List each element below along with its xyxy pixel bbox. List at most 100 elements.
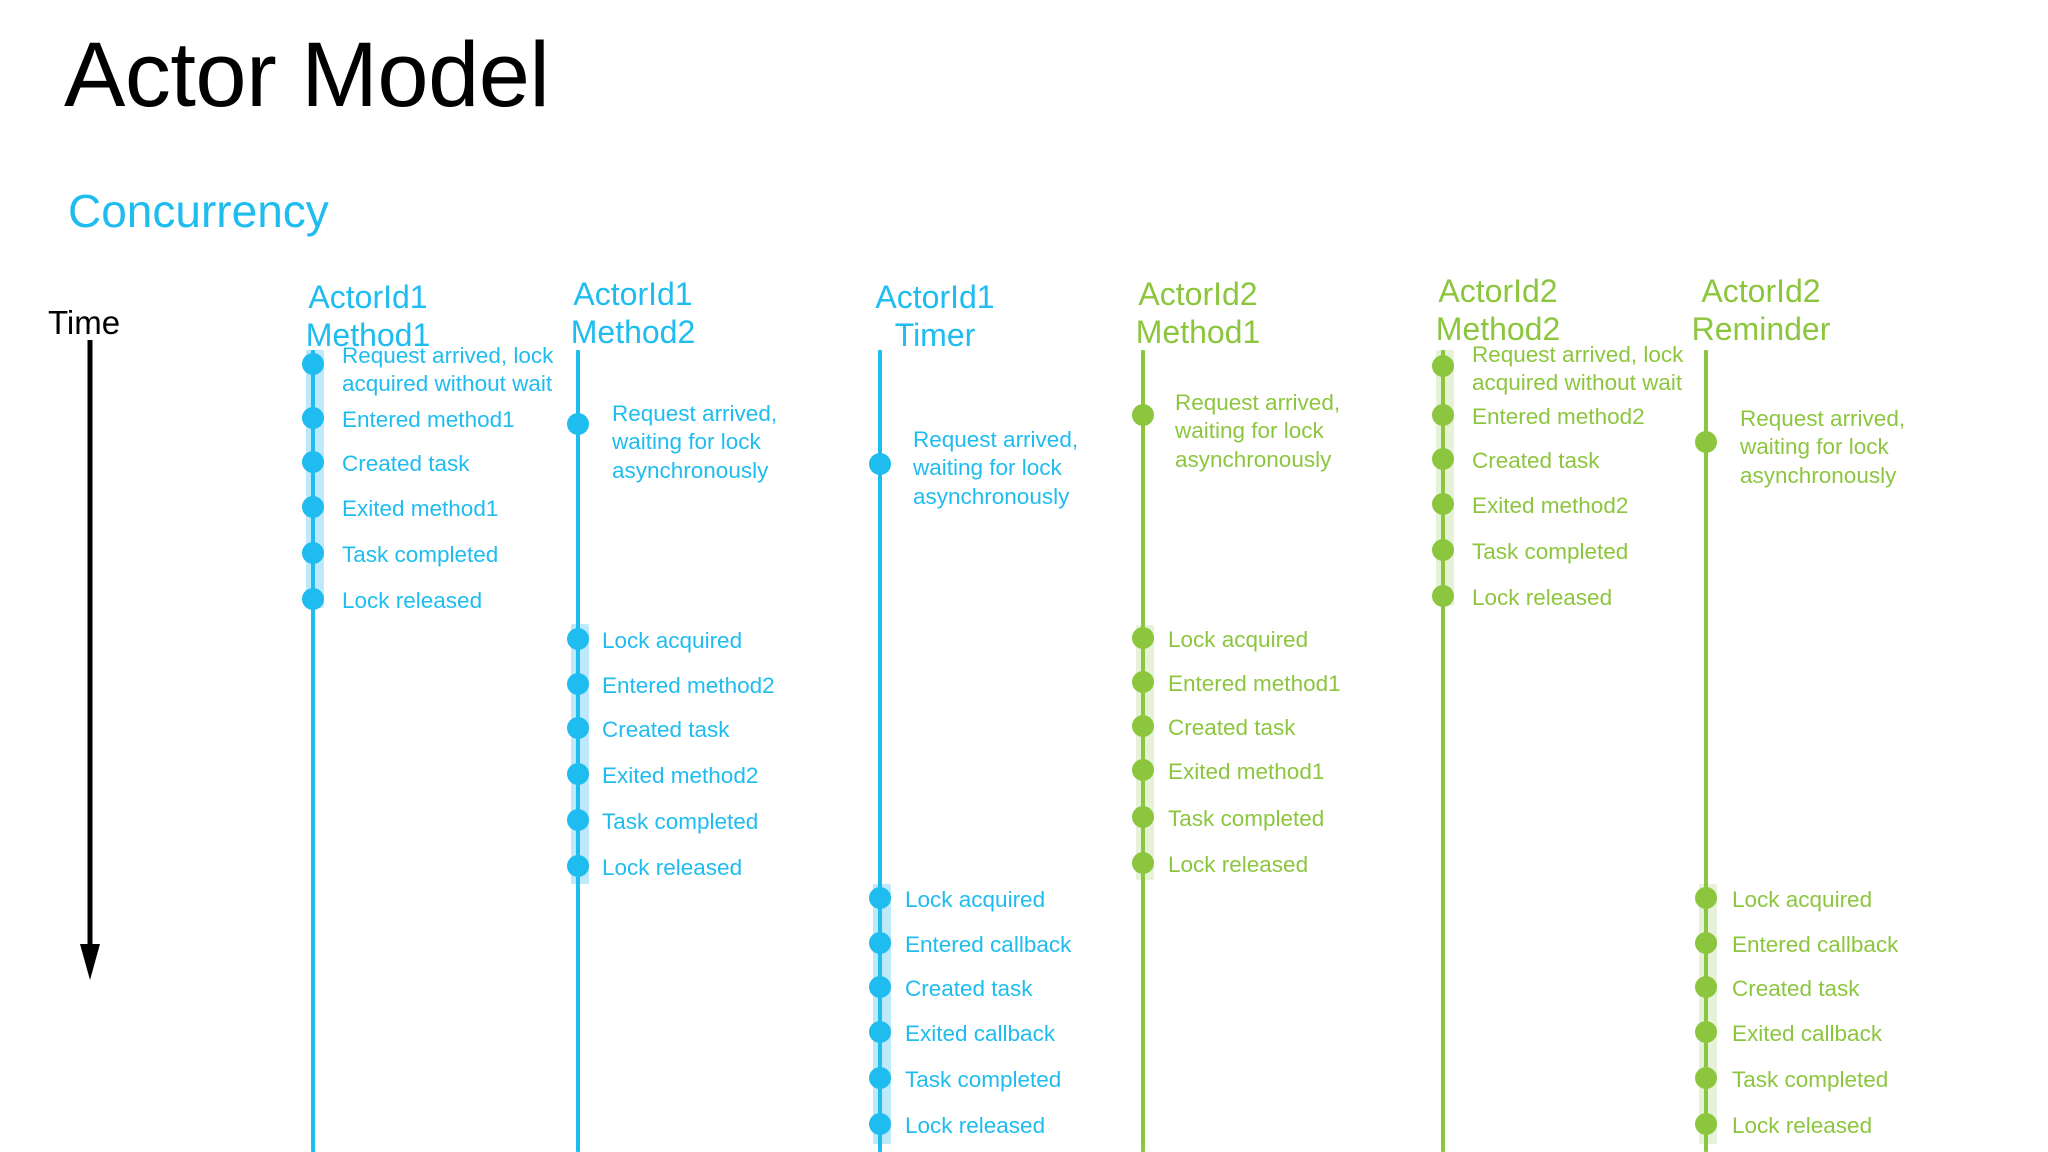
event-label: Request arrived, waiting for lock asynch… bbox=[913, 427, 1079, 509]
event-dot[interactable] bbox=[1432, 355, 1454, 377]
event-dot[interactable] bbox=[869, 887, 891, 909]
event-dot[interactable] bbox=[1695, 1113, 1717, 1135]
event-label: Task completed bbox=[905, 1067, 1062, 1092]
event-dot[interactable] bbox=[1132, 806, 1154, 828]
event-dot[interactable] bbox=[1132, 852, 1154, 874]
event-dot[interactable] bbox=[1695, 887, 1717, 909]
event-dot[interactable] bbox=[567, 855, 589, 877]
event-dot[interactable] bbox=[1695, 431, 1717, 453]
time-axis-label: Time bbox=[48, 304, 121, 341]
lane-header-member: Method1 bbox=[305, 317, 431, 354]
event-label: Lock released bbox=[1732, 1113, 1873, 1138]
time-arrow-icon bbox=[80, 340, 100, 980]
lane-activity-band bbox=[873, 884, 891, 1144]
lane-header-member: Method2 bbox=[1435, 311, 1561, 348]
event-dot[interactable] bbox=[869, 932, 891, 954]
lane-activity-band bbox=[571, 624, 589, 884]
event-dot[interactable] bbox=[567, 717, 589, 739]
event-label: Request arrived, lock acquired without w… bbox=[342, 343, 554, 397]
event-label: Entered callback bbox=[905, 932, 1072, 957]
event-label: Task completed bbox=[1732, 1067, 1889, 1092]
event-label: Request arrived, waiting for lock asynch… bbox=[1175, 390, 1341, 472]
event-label: Exited method2 bbox=[602, 763, 759, 788]
event-label: Entered method2 bbox=[1472, 404, 1645, 429]
event-label: Exited method2 bbox=[1472, 493, 1629, 518]
event-label: Lock acquired bbox=[1168, 627, 1309, 652]
event-label: Created task bbox=[1472, 448, 1600, 473]
lane-activity-band bbox=[1136, 625, 1154, 880]
event-dot[interactable] bbox=[567, 763, 589, 785]
lane-header-member: Method2 bbox=[570, 314, 696, 351]
event-label: Task completed bbox=[602, 809, 759, 834]
event-dot[interactable] bbox=[302, 588, 324, 610]
event-label: Lock released bbox=[602, 855, 743, 880]
page-title: Actor Model bbox=[64, 24, 550, 126]
event-label: Lock released bbox=[1168, 852, 1309, 877]
event-label: Request arrived, waiting for lock asynch… bbox=[1740, 406, 1906, 488]
event-label: Request arrived, waiting for lock asynch… bbox=[612, 401, 778, 483]
event-dot[interactable] bbox=[1432, 448, 1454, 470]
event-label: Task completed bbox=[342, 542, 499, 567]
event-label: Task completed bbox=[1168, 806, 1325, 831]
event-dot[interactable] bbox=[1132, 627, 1154, 649]
lane-header-member: Method1 bbox=[1135, 314, 1261, 351]
lane-header-actor: ActorId1 bbox=[875, 279, 995, 315]
event-label: Entered method1 bbox=[1168, 671, 1341, 696]
event-label: Entered callback bbox=[1732, 932, 1899, 957]
lane-header-actor: ActorId1 bbox=[308, 279, 428, 315]
event-dot[interactable] bbox=[1132, 671, 1154, 693]
event-dot[interactable] bbox=[869, 1113, 891, 1135]
slide-subtitle: Concurrency bbox=[68, 185, 329, 237]
event-dot[interactable] bbox=[302, 353, 324, 375]
event-label: Exited method1 bbox=[1168, 759, 1325, 784]
event-dot[interactable] bbox=[869, 1021, 891, 1043]
lane-activity-band bbox=[306, 350, 324, 608]
event-dot[interactable] bbox=[1132, 715, 1154, 737]
event-label: Created task bbox=[602, 717, 730, 742]
event-dot[interactable] bbox=[302, 542, 324, 564]
event-dot[interactable] bbox=[869, 1067, 891, 1089]
lane-header-actor: ActorId2 bbox=[1138, 276, 1258, 312]
event-dot[interactable] bbox=[567, 673, 589, 695]
event-dot[interactable] bbox=[302, 496, 324, 518]
lane-activity-band bbox=[1699, 884, 1717, 1144]
event-label: Lock released bbox=[905, 1113, 1046, 1138]
event-dot[interactable] bbox=[302, 407, 324, 429]
event-label: Exited callback bbox=[905, 1021, 1056, 1046]
event-dot[interactable] bbox=[567, 413, 589, 435]
lane-lifeline bbox=[311, 350, 315, 1152]
event-dot[interactable] bbox=[1432, 585, 1454, 607]
event-dot[interactable] bbox=[567, 809, 589, 831]
event-dot[interactable] bbox=[869, 976, 891, 998]
event-dot[interactable] bbox=[1432, 404, 1454, 426]
event-dot[interactable] bbox=[1132, 404, 1154, 426]
event-label: Created task bbox=[1732, 976, 1860, 1001]
event-dot[interactable] bbox=[1432, 539, 1454, 561]
event-dot[interactable] bbox=[1432, 493, 1454, 515]
event-label: Entered method1 bbox=[342, 407, 515, 432]
event-label: Lock released bbox=[342, 588, 483, 613]
event-dot[interactable] bbox=[1695, 1021, 1717, 1043]
lane-header-actor: ActorId2 bbox=[1701, 273, 1821, 309]
lane-lifeline bbox=[1441, 350, 1445, 1152]
event-dot[interactable] bbox=[1695, 976, 1717, 998]
event-label: Task completed bbox=[1472, 539, 1629, 564]
lane-lifeline bbox=[1141, 350, 1145, 1152]
event-dot[interactable] bbox=[1132, 759, 1154, 781]
event-dot[interactable] bbox=[567, 628, 589, 650]
event-dot[interactable] bbox=[302, 451, 324, 473]
event-dot[interactable] bbox=[869, 453, 891, 475]
lane-activity-band bbox=[1436, 350, 1454, 606]
event-dot[interactable] bbox=[1695, 932, 1717, 954]
event-dot[interactable] bbox=[1695, 1067, 1717, 1089]
lane-header-actor: ActorId1 bbox=[573, 276, 693, 312]
lane-lifeline bbox=[576, 350, 580, 1152]
event-label: Exited callback bbox=[1732, 1021, 1883, 1046]
lane-header-actor: ActorId2 bbox=[1438, 273, 1558, 309]
event-label: Created task bbox=[342, 451, 470, 476]
